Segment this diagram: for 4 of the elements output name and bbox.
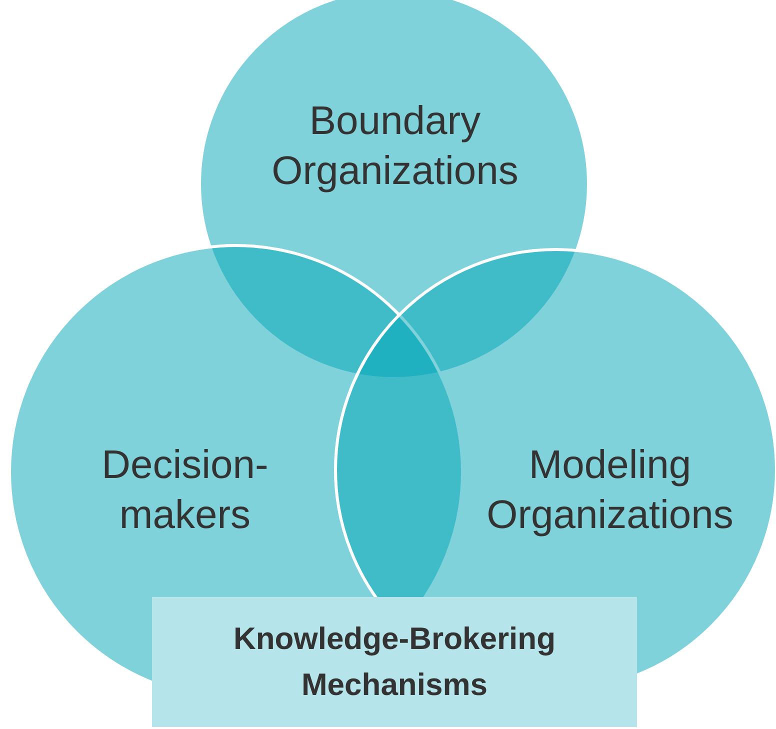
circle-label: Decision-makers [100, 442, 270, 539]
caption-box: Knowledge-Brokering Mechanisms [152, 597, 637, 727]
circle-label: Boundary Organizations [270, 98, 520, 195]
circle-label: Modeling Organizations [486, 442, 734, 539]
